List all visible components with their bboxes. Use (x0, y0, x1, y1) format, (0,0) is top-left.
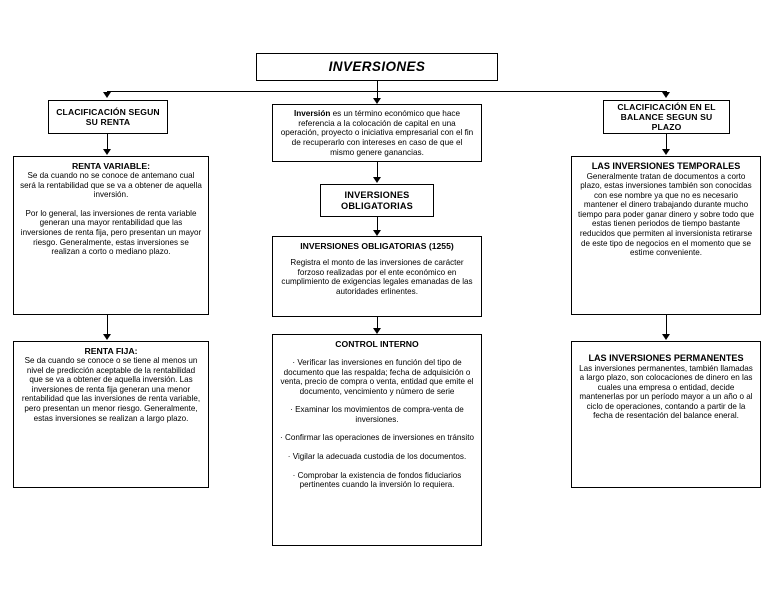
temporales-heading: LAS INVERSIONES TEMPORALES (591, 161, 741, 171)
spacer (278, 349, 476, 358)
node-inversiones-title[interactable]: INVERSIONES (256, 53, 498, 81)
arrowhead-center-obligatorias (373, 177, 381, 183)
node-inversiones-permanentes[interactable]: LAS INVERSIONES PERMANENTES Las inversio… (571, 341, 761, 488)
node-control-interno[interactable]: CONTROL INTERNO · Verificar las inversio… (272, 334, 482, 546)
node-inversiones-obligatorias[interactable]: INVERSIONES OBLIGATORIAS (320, 184, 434, 217)
node-renta-variable[interactable]: RENTA VARIABLE: Se da cuando no se conoc… (13, 156, 209, 315)
obligatorias-detail-heading: INVERSIONES OBLIGATORIAS (1255) (300, 241, 454, 251)
control-interno-heading: CONTROL INTERNO (335, 339, 419, 349)
renta-variable-p1: Se da cuando no se conoce de antemano cu… (20, 171, 202, 200)
left-header-label: CLACIFICACIÓN SEGUN SU RENTA (56, 106, 160, 127)
renta-fija-heading: RENTA FIJA: (84, 346, 138, 356)
node-right-header[interactable]: CLACIFICACIÓN EN EL BALANCE SEGUN SU PLA… (603, 100, 730, 134)
permanentes-heading: LAS INVERSIONES PERMANENTES (588, 353, 744, 363)
arrowhead-left-fija (103, 334, 111, 340)
definition-text: Inversión es un término económico que ha… (280, 109, 474, 157)
spacer (577, 346, 755, 353)
control-item: · Vigilar la adecuada custodia de los do… (287, 451, 467, 461)
control-item: · Examinar los movimientos de compra-ven… (290, 405, 464, 424)
connector-root-stem (377, 81, 378, 92)
definition-rest: es un término económico que hace referen… (280, 108, 474, 157)
arrowhead-left-variable (103, 149, 111, 155)
spacer (278, 396, 476, 405)
arrowhead-right-branch (662, 92, 670, 98)
temporales-body: Generalmente tratan de documentos a cort… (578, 171, 754, 258)
arrowhead-left-branch (103, 92, 111, 98)
node-renta-fija[interactable]: RENTA FIJA: Se da cuando se conoce o se … (13, 341, 209, 488)
node-title-label: INVERSIONES (328, 59, 426, 75)
permanentes-body: Las inversiones permanentes, también lla… (579, 363, 753, 421)
renta-fija-p1: Se da cuando se conoce o se tiene al men… (21, 356, 201, 423)
control-item: · Confirmar las operaciones de inversion… (280, 433, 474, 443)
node-inversiones-temporales[interactable]: LAS INVERSIONES TEMPORALES Generalmente … (571, 156, 761, 315)
spacer (278, 251, 476, 258)
connector-right-header-to-temporales (666, 134, 667, 150)
arrowhead-center-detail (373, 230, 381, 236)
spacer (278, 443, 476, 452)
inversiones-obligatorias-label: INVERSIONES OBLIGATORIAS (341, 189, 413, 211)
node-definition[interactable]: Inversión es un término económico que ha… (272, 104, 482, 162)
control-item: · Comprobar la existencia de fondos fidu… (292, 470, 462, 490)
connector-obligatorias-to-detail (377, 217, 378, 231)
connector-variable-to-fija (107, 315, 108, 335)
connector-temporales-to-permanentes (666, 315, 667, 335)
connector-definition-to-obligatorias (377, 162, 378, 178)
arrowhead-right-temporales (662, 149, 670, 155)
renta-variable-p2: Por lo general, las inversiones de renta… (20, 208, 202, 257)
arrowhead-center-branch (373, 98, 381, 104)
arrowhead-center-control (373, 328, 381, 334)
obligatorias-detail-body: Registra el monto de las inversiones de … (281, 258, 473, 296)
spacer (278, 462, 476, 471)
definition-lead: Inversión (293, 108, 331, 118)
node-left-header[interactable]: CLACIFICACIÓN SEGUN SU RENTA (48, 100, 168, 134)
node-obligatorias-detail[interactable]: INVERSIONES OBLIGATORIAS (1255) Registra… (272, 236, 482, 317)
control-item: · Verificar las inversiones en función d… (280, 358, 474, 396)
spacer (19, 200, 203, 209)
connector-center-drop (377, 91, 378, 100)
connector-left-header-to-variable (107, 134, 108, 150)
spacer (278, 424, 476, 433)
arrowhead-right-permanentes (662, 334, 670, 340)
renta-variable-heading: RENTA VARIABLE: (71, 161, 151, 171)
connector-distribution-bar (107, 91, 666, 92)
connector-detail-to-control (377, 317, 378, 329)
right-header-label: CLACIFICACIÓN EN EL BALANCE SEGUN SU PLA… (617, 101, 716, 133)
